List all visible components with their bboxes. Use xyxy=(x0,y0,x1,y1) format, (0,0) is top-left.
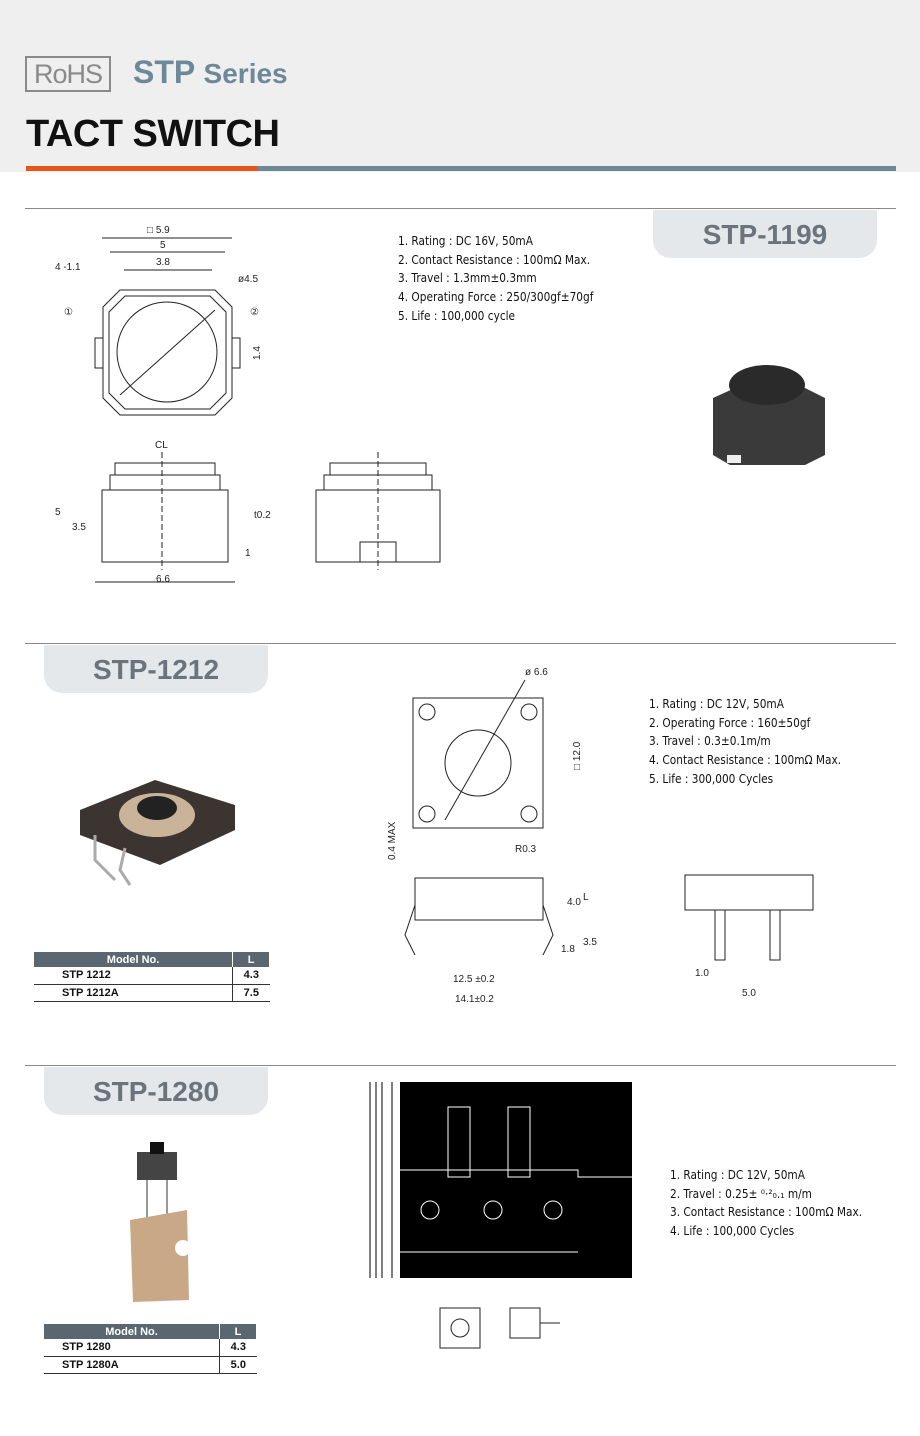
dim-label: 3.8 xyxy=(156,257,170,268)
column-header: L xyxy=(219,1324,257,1339)
dim-label: 1 xyxy=(245,548,251,559)
spec-item: 4. Contact Resistance : 100mΩ Max. xyxy=(649,753,842,768)
spec-item: 3. Travel : 0.3±0.1m/m xyxy=(649,734,771,749)
dim-label: □ 5.9 xyxy=(147,225,170,236)
dim-label: 5 xyxy=(160,240,166,251)
cell: STP 1280 xyxy=(44,1339,220,1357)
accent-bar-orange xyxy=(26,166,258,171)
dim-label: CL xyxy=(155,440,168,451)
divider xyxy=(25,208,896,209)
dim-label: □ 12.0 xyxy=(572,741,583,770)
dim-label: R0.3 xyxy=(515,844,537,855)
pin-label: ① xyxy=(64,307,73,318)
dim-label: ø4.5 xyxy=(238,274,258,285)
spec-list-stp-1280: 1. Rating : DC 12V, 50mA 2. Travel : 0.2… xyxy=(670,1166,862,1241)
series-rest: Series xyxy=(203,58,288,89)
spec-item: 4. Life : 100,000 Cycles xyxy=(670,1224,795,1239)
dim-label: t0.2 xyxy=(254,510,271,521)
tab-stp-1280: STP-1280 xyxy=(44,1067,268,1115)
dim-label: 1.8 xyxy=(561,944,575,955)
dim-label: 12.5 ±0.2 xyxy=(453,974,495,985)
cell: 5.0 xyxy=(219,1356,257,1374)
dim-label: 5.0 xyxy=(742,988,756,999)
spec-item: 3. Contact Resistance : 100mΩ Max. xyxy=(670,1205,863,1220)
cell: STP 1212A xyxy=(34,984,233,1002)
dim-label: 3.5 xyxy=(583,937,597,948)
spec-item: 2. Travel : 0.25± ⁰·²₀.₁ m/m xyxy=(670,1186,812,1201)
tab-stp-1212: STP-1212 xyxy=(44,645,268,693)
header-band xyxy=(0,0,920,172)
dim-label: 14.1±0.2 xyxy=(455,994,494,1005)
stp-1212-side-drawing: 1.0 5.0 xyxy=(684,874,814,999)
divider xyxy=(25,1065,896,1066)
dim-label: L xyxy=(583,892,589,903)
spec-item: 3. Travel : 1.3mm±0.3mm xyxy=(398,271,537,286)
spec-item: 2. Operating Force : 160±50gf xyxy=(649,715,811,730)
accent-bar-gray xyxy=(258,166,896,171)
divider xyxy=(25,643,896,644)
page-title: TACT SWITCH xyxy=(26,113,280,155)
dim-label: 3.5 xyxy=(72,522,86,533)
spec-item: 5. Life : 100,000 cycle xyxy=(398,308,516,323)
stp-1280-photo xyxy=(130,1142,191,1302)
dim-label: 0.4 MAX xyxy=(387,821,398,860)
pin-label: ② xyxy=(250,307,259,318)
series-bold: STP xyxy=(133,54,195,90)
column-header: Model No. xyxy=(44,1324,221,1339)
dim-label: 1.4 xyxy=(252,346,263,360)
spec-item: 1. Rating : DC 16V, 50mA xyxy=(398,234,533,248)
series-title: STP Series xyxy=(133,54,288,91)
dim-label: 1.0 xyxy=(695,968,709,979)
stp-1199-photo xyxy=(713,365,825,465)
spec-item: 4. Operating Force : 250/300gf±70gf xyxy=(398,290,594,305)
spec-item: 1. Rating : DC 12V, 50mA xyxy=(670,1168,805,1182)
tab-stp-1199: STP-1199 xyxy=(653,210,877,258)
cell: 4.3 xyxy=(219,1339,257,1357)
spec-item: 1. Rating : DC 12V, 50mA xyxy=(649,697,784,711)
spec-list-stp-1199: 1. Rating : DC 16V, 50mA 2. Contact Resi… xyxy=(398,232,593,326)
cell: 7.5 xyxy=(232,984,270,1002)
column-header: L xyxy=(232,952,270,967)
rohs-logo: RoHS xyxy=(25,56,111,92)
dim-label: 6.6 xyxy=(156,574,170,585)
cell: STP 1212 xyxy=(34,967,233,985)
column-header: Model No. xyxy=(34,952,234,967)
spec-list-stp-1212: 1. Rating : DC 12V, 50mA 2. Operating Fo… xyxy=(649,695,841,789)
dim-label: ø 6.6 xyxy=(525,667,548,678)
dim-label: 5 xyxy=(55,507,61,518)
cell: STP 1280A xyxy=(44,1356,220,1374)
dim-label: 4 -1.1 xyxy=(55,262,81,273)
spec-item: 2. Contact Resistance : 100mΩ Max. xyxy=(398,252,591,267)
stp-1280-small-drawing xyxy=(439,1307,560,1349)
dim-label: 4.0 xyxy=(567,897,581,908)
cell: 4.3 xyxy=(232,967,270,985)
spec-item: 5. Life : 300,000 Cycles xyxy=(649,771,774,786)
stp-1212-photo xyxy=(80,780,235,886)
stp-1280-drawing-scan xyxy=(369,1082,632,1278)
stp-1199-drawing: □ 5.9 5 3.8 4 -1.1 ø4.5 ① ② 1.4 CL 5 3.5… xyxy=(55,225,441,585)
stp-1212-drawing: ø 6.6 □ 12.0 0.4 MAX R0.3 4.0 L 3.5 1.8 … xyxy=(387,667,597,1005)
